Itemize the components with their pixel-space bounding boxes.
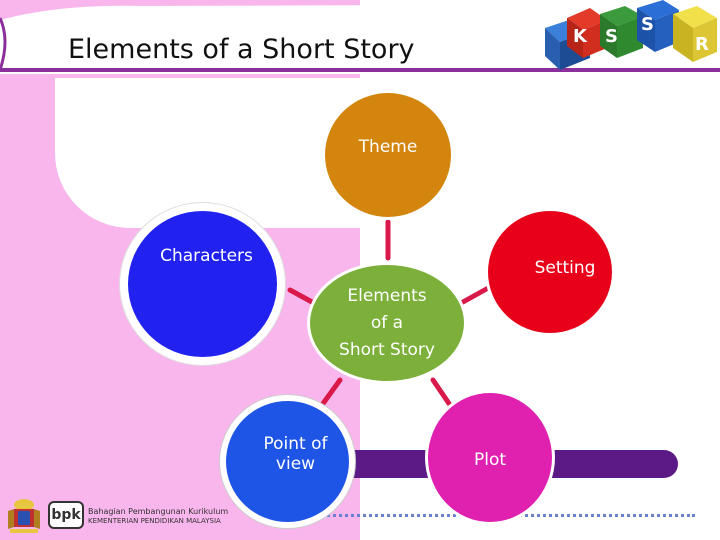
ministry-name: KEMENTERIAN PENDIDIKAN MALAYSIA xyxy=(88,517,221,525)
node-center-label: Elements of a Short Story xyxy=(339,285,435,360)
cube-letter-r: R xyxy=(695,34,709,55)
footer-logos: bpk Bahagian Pembangunan Kurikulum KEMEN… xyxy=(2,497,242,537)
node-center: Elements of a Short Story xyxy=(307,262,467,384)
connector-setting xyxy=(460,284,493,305)
node-setting-label: Setting xyxy=(534,258,596,278)
department-name: Bahagian Pembangunan Kurikulum xyxy=(88,507,229,516)
kssr-cubes-logo: K S S R xyxy=(545,0,717,70)
cube-s1: S xyxy=(600,6,643,58)
node-point-of-view-label: Point of view xyxy=(263,433,328,474)
slide-title: Elements of a Short Story xyxy=(68,34,415,65)
cube-r: R xyxy=(673,6,717,62)
cube-letter-k: K xyxy=(573,26,588,47)
node-characters-label: Characters xyxy=(160,246,253,266)
node-setting: Setting xyxy=(485,208,615,336)
node-theme: Theme xyxy=(322,90,454,220)
malaysia-crest-icon xyxy=(8,499,40,533)
bpk-logo: bpk xyxy=(48,501,84,529)
node-plot-label: Plot xyxy=(473,449,507,470)
connector-plot xyxy=(430,377,453,408)
node-point-of-view: Point of view xyxy=(220,395,355,528)
connector-characters xyxy=(287,287,315,305)
cube-letter-s1: S xyxy=(605,26,618,47)
node-characters: Characters xyxy=(120,203,285,365)
node-plot: Plot xyxy=(425,390,555,525)
node-theme-label: Theme xyxy=(358,137,418,157)
cube-letter-s2: S xyxy=(641,14,654,35)
connector-point-of-view xyxy=(319,377,343,408)
title-banner xyxy=(0,4,720,74)
